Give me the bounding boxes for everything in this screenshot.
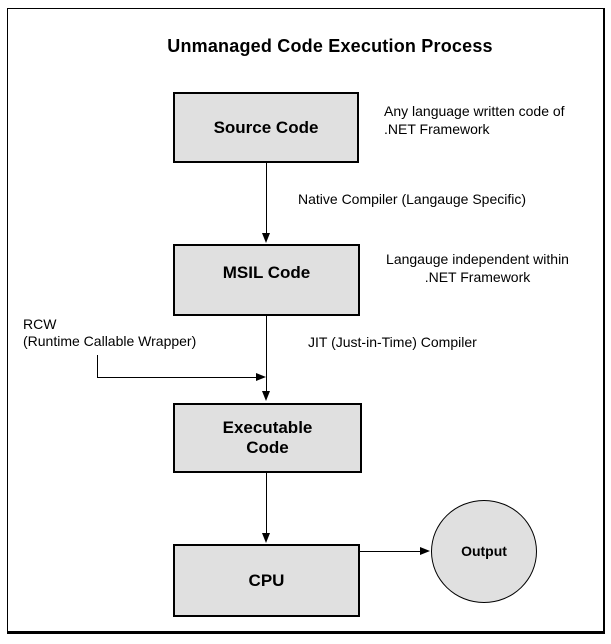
node-label: CPU: [248, 570, 285, 590]
arrowhead-down-icon: [262, 233, 270, 243]
node-cpu: CPU: [173, 544, 360, 617]
arrowhead-down-icon: [262, 533, 270, 543]
node-label: MSIL Code: [222, 263, 311, 283]
annotation-msil-note: Langauge independent within .NET Framewo…: [386, 251, 569, 285]
connector-rcw-horizontal: [97, 377, 256, 378]
node-label: Executable Code: [222, 418, 313, 457]
connector-executable-to-cpu: [266, 473, 267, 533]
arrowhead-right-icon: [420, 547, 430, 555]
connector-rcw-vertical: [97, 355, 98, 378]
node-msil-code: MSIL Code: [173, 244, 360, 316]
annotation-jit-compiler: JIT (Just-in-Time) Compiler: [308, 334, 477, 350]
annotation-source-note: Any language written code of .NET Framew…: [384, 103, 565, 137]
node-output: Output: [431, 500, 537, 603]
annotation-rcw: RCW (Runtime Callable Wrapper): [23, 316, 197, 349]
connector-cpu-to-output: [360, 551, 420, 552]
node-executable-code: Executable Code: [173, 403, 362, 473]
node-label: Source Code: [213, 117, 319, 137]
connector-source-to-msil: [266, 163, 267, 234]
annotation-native-compiler: Native Compiler (Langauge Specific): [298, 191, 526, 207]
node-source-code: Source Code: [173, 92, 359, 163]
node-label: Output: [461, 543, 507, 560]
connector-msil-to-executable: [266, 316, 267, 391]
diagram-title: Unmanaged Code Execution Process: [167, 36, 493, 56]
arrowhead-down-icon: [262, 391, 270, 401]
arrowhead-right-icon: [256, 373, 266, 381]
